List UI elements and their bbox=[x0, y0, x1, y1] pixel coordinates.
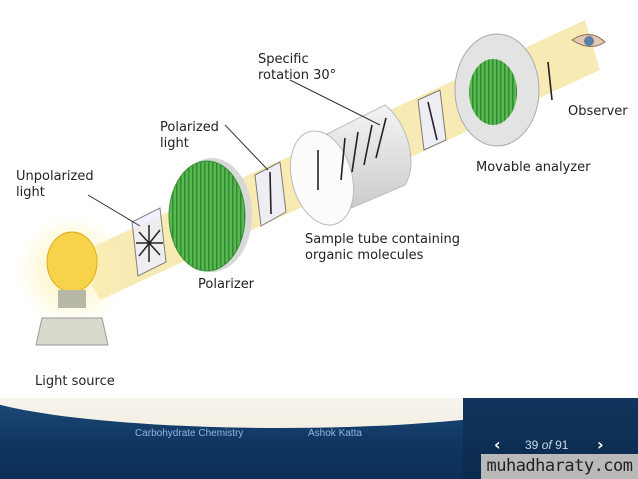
page-indicator: 39 of 91 bbox=[525, 438, 568, 452]
label-observer: Observer bbox=[568, 104, 628, 119]
sample-tube bbox=[289, 104, 412, 226]
total-pages: 91 bbox=[555, 438, 569, 452]
of-label: of bbox=[541, 438, 552, 452]
author-name: Ashok Katta bbox=[308, 428, 362, 439]
label-line: light bbox=[16, 185, 45, 200]
label-line: light bbox=[160, 136, 189, 151]
prev-slide-button[interactable]: ‹ bbox=[494, 435, 501, 454]
label-line: Sample tube containing bbox=[305, 232, 460, 247]
label-light-source: Light source bbox=[35, 374, 115, 389]
current-page: 39 bbox=[525, 438, 539, 452]
chevron-left-icon: ‹ bbox=[494, 435, 501, 454]
next-slide-button[interactable]: › bbox=[597, 435, 604, 454]
presentation-title: Carbohydrate Chemistry bbox=[135, 428, 244, 439]
rotated-filter bbox=[417, 89, 447, 151]
label-line: Polarized bbox=[160, 120, 219, 135]
label-line: organic molecules bbox=[305, 248, 424, 263]
label-polarizer: Polarizer bbox=[198, 277, 255, 292]
label-line: Specific bbox=[258, 52, 309, 67]
polarimeter-diagram bbox=[17, 20, 606, 346]
unpolarized-filter bbox=[131, 207, 167, 277]
movable-analyzer-disc bbox=[454, 33, 540, 147]
polarizer-disc bbox=[168, 158, 252, 272]
polarized-filter bbox=[254, 161, 287, 227]
label-line: rotation 30° bbox=[258, 68, 337, 83]
label-line: Unpolarized bbox=[16, 169, 94, 184]
watermark: muhadharaty.com bbox=[481, 454, 638, 479]
label-movable-analyzer: Movable analyzer bbox=[476, 160, 591, 175]
chevron-right-icon: › bbox=[597, 435, 604, 454]
observer-eye-icon bbox=[547, 34, 606, 101]
leader-lines bbox=[87, 79, 381, 227]
light-bulb-icon bbox=[17, 215, 127, 346]
